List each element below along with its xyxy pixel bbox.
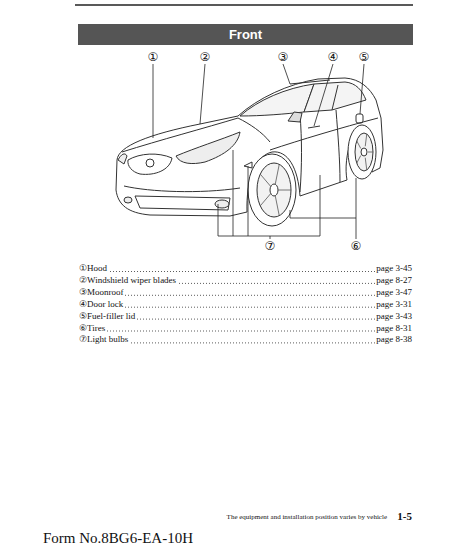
page-ref: page 8-31 [375,324,413,333]
callout-number: ② [200,51,211,63]
part-name: ⑤Fuel-filler lid [78,312,136,321]
footnote: The equipment and installation position … [226,514,388,521]
callout-number: ④ [328,51,339,63]
callout-number: ① [148,51,159,63]
leader-lines [153,64,364,239]
page-ref: page 3-45 [375,264,413,273]
part-name: ④Door lock [78,300,124,309]
callout-number: ⑦ [265,240,276,252]
page-ref: page 3-31 [375,300,413,309]
page-ref: page 8-27 [375,276,413,285]
part-name: ①Hood [78,264,108,273]
page-ref: page 8-38 [375,335,413,344]
section-title: Front [229,27,262,42]
page-number: 1-5 [396,511,413,522]
callout-number: ③ [278,51,289,63]
wheels [248,125,376,226]
callout-number: ⑤ [359,51,370,63]
part-name: ⑥Tires [78,324,106,333]
part-name: ⑦Light bulbs [78,335,129,344]
top-rule [75,4,413,6]
part-name: ③Moonroof [78,288,125,297]
heading-band: Front [78,24,413,45]
part-name: ②Windshield wiper blades [78,276,177,285]
callout-number: ⑥ [351,240,362,252]
page-ref: page 3-43 [375,312,413,321]
form-number: Form No.8BG6-EA-10H [42,531,194,546]
page-ref: page 3-47 [375,288,413,297]
